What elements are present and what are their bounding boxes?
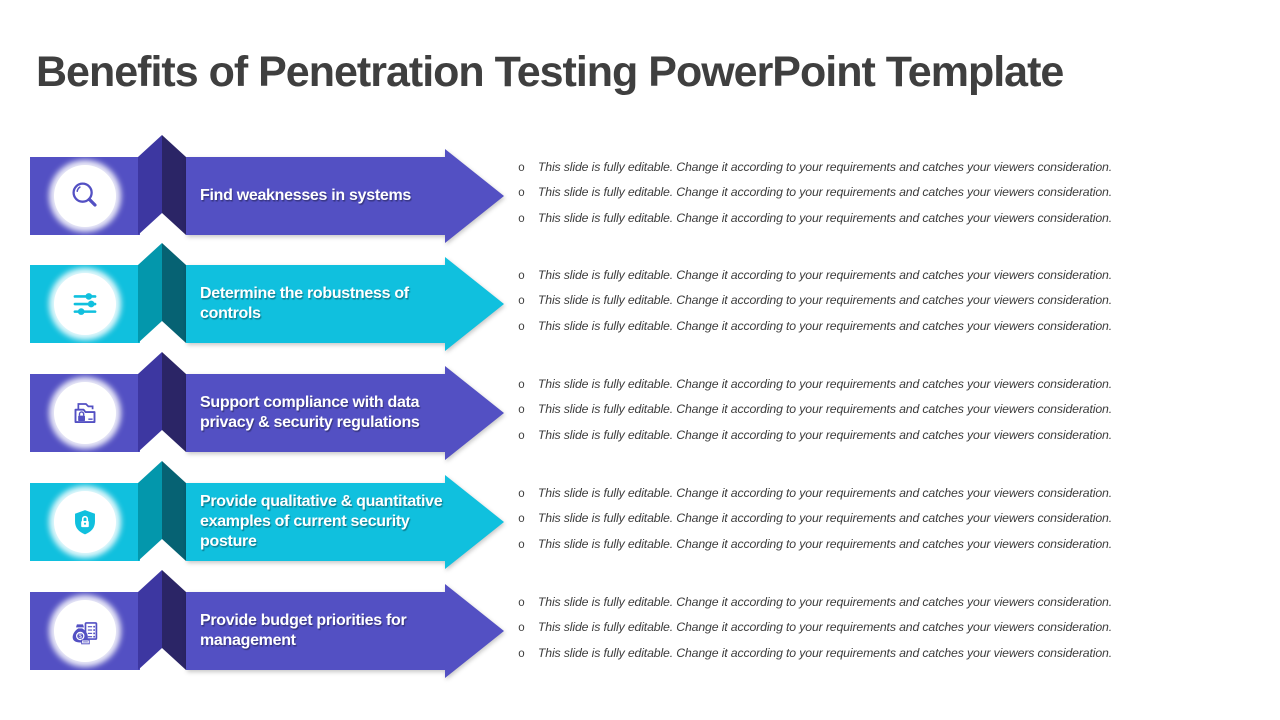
bullet-marker: o	[518, 647, 525, 661]
bullet-marker: o	[518, 622, 525, 636]
benefit-title: Support compliance with data privacy & s…	[200, 394, 420, 431]
arrow-shape	[186, 257, 504, 351]
note-line: o This slide is fully editable. Change it…	[518, 185, 1178, 210]
note-line: o This slide is fully editable. Change it…	[518, 428, 1178, 453]
ribbon-fold	[138, 461, 186, 561]
note-line: o This slide is fully editable. Change it…	[518, 486, 1178, 511]
arrow-banner: Provide budget priorities for management	[186, 584, 504, 678]
bullet-marker: o	[518, 295, 525, 309]
slide-title: Benefits of Penetration Testing PowerPoi…	[36, 48, 1064, 96]
bullet-marker: o	[518, 488, 525, 501]
note-text: This slide is fully editable. Change it …	[537, 595, 1112, 609]
note-text: This slide is fully editable. Change it …	[537, 402, 1112, 417]
icon-circle	[54, 165, 116, 227]
bullet-marker: o	[518, 320, 525, 334]
bullet-marker: o	[518, 270, 525, 283]
bullet-marker: o	[518, 212, 525, 226]
note-line: o This slide is fully editable. Change it…	[518, 377, 1178, 402]
benefit-title: Provide budget priorities for management	[200, 612, 407, 649]
benefit-title: Provide qualitative & quantitative examp…	[200, 493, 443, 550]
note-text: This slide is fully editable. Change it …	[537, 536, 1112, 551]
note-line: o This slide is fully editable. Change it…	[518, 402, 1178, 427]
money-checklist-icon: $	[72, 622, 98, 645]
note-text: This slide is fully editable. Change it …	[537, 620, 1112, 635]
bullet-marker: o	[518, 379, 525, 392]
note-line: o This slide is fully editable. Change it…	[518, 211, 1178, 236]
note-line: o This slide is fully editable. Change it…	[518, 646, 1178, 671]
note-text: This slide is fully editable. Change it …	[537, 268, 1112, 282]
ribbon-fold	[138, 570, 186, 670]
icon-circle: $	[54, 600, 116, 662]
ribbon-fold	[138, 135, 186, 235]
note-text: This slide is fully editable. Change it …	[537, 511, 1112, 526]
bullet-marker: o	[518, 187, 525, 201]
note-line: o This slide is fully editable. Change it…	[518, 511, 1178, 536]
icon-circle	[54, 491, 116, 553]
benefit-row: Support compliance with data privacy & s…	[0, 352, 1280, 460]
arrow-banner: Support compliance with data privacy & s…	[186, 366, 504, 460]
benefit-title: Determine the robustness of controls	[200, 285, 409, 322]
bullet-marker: o	[518, 404, 525, 418]
benefit-title: Find weaknesses in systems	[200, 187, 411, 204]
note-line: o This slide is fully editable. Change it…	[518, 160, 1178, 185]
folder-lock-icon	[74, 403, 96, 423]
note-text: This slide is fully editable. Change it …	[537, 645, 1112, 660]
bullet-marker: o	[518, 429, 525, 443]
note-text: This slide is fully editable. Change it …	[537, 318, 1112, 333]
icon-circle	[54, 382, 116, 444]
bullet-marker: o	[518, 597, 525, 610]
bullet-marker: o	[518, 162, 525, 175]
note-line: o This slide is fully editable. Change it…	[518, 268, 1178, 293]
shield-lock-icon	[75, 510, 95, 535]
benefit-row: Provide qualitative & quantitative examp…	[0, 461, 1280, 569]
note-text: This slide is fully editable. Change it …	[537, 427, 1112, 442]
note-line: o This slide is fully editable. Change it…	[518, 293, 1178, 318]
ribbon-fold	[138, 243, 186, 343]
ribbon-fold	[138, 352, 186, 452]
note-text: This slide is fully editable. Change it …	[537, 185, 1112, 200]
note-line: o This slide is fully editable. Change it…	[518, 595, 1178, 620]
arrow-shape	[186, 149, 504, 243]
arrow-shape	[186, 584, 504, 678]
note-line: o This slide is fully editable. Change it…	[518, 537, 1178, 562]
note-text: This slide is fully editable. Change it …	[537, 160, 1112, 174]
arrow-banner: Find weaknesses in systems	[186, 149, 504, 243]
icon-circle	[54, 273, 116, 335]
note-text: This slide is fully editable. Change it …	[537, 486, 1112, 500]
note-text: This slide is fully editable. Change it …	[537, 293, 1112, 308]
arrow-shape	[186, 366, 504, 460]
bullet-marker: o	[518, 538, 525, 552]
arrow-banner: Determine the robustness of controls	[186, 257, 504, 351]
magnifier-icon	[72, 182, 97, 207]
note-text: This slide is fully editable. Change it …	[537, 377, 1112, 391]
note-line: o This slide is fully editable. Change it…	[518, 620, 1178, 645]
sliders-icon	[73, 293, 97, 315]
arrow-banner: Provide qualitative & quantitative examp…	[186, 475, 504, 569]
svg-text:$: $	[79, 633, 83, 640]
note-text: This slide is fully editable. Change it …	[537, 210, 1112, 225]
bullet-marker: o	[518, 513, 525, 527]
arrow-shape	[186, 475, 504, 569]
benefit-row: $ Provide budget priorities for manageme…	[0, 570, 1280, 678]
note-line: o This slide is fully editable. Change it…	[518, 319, 1178, 344]
